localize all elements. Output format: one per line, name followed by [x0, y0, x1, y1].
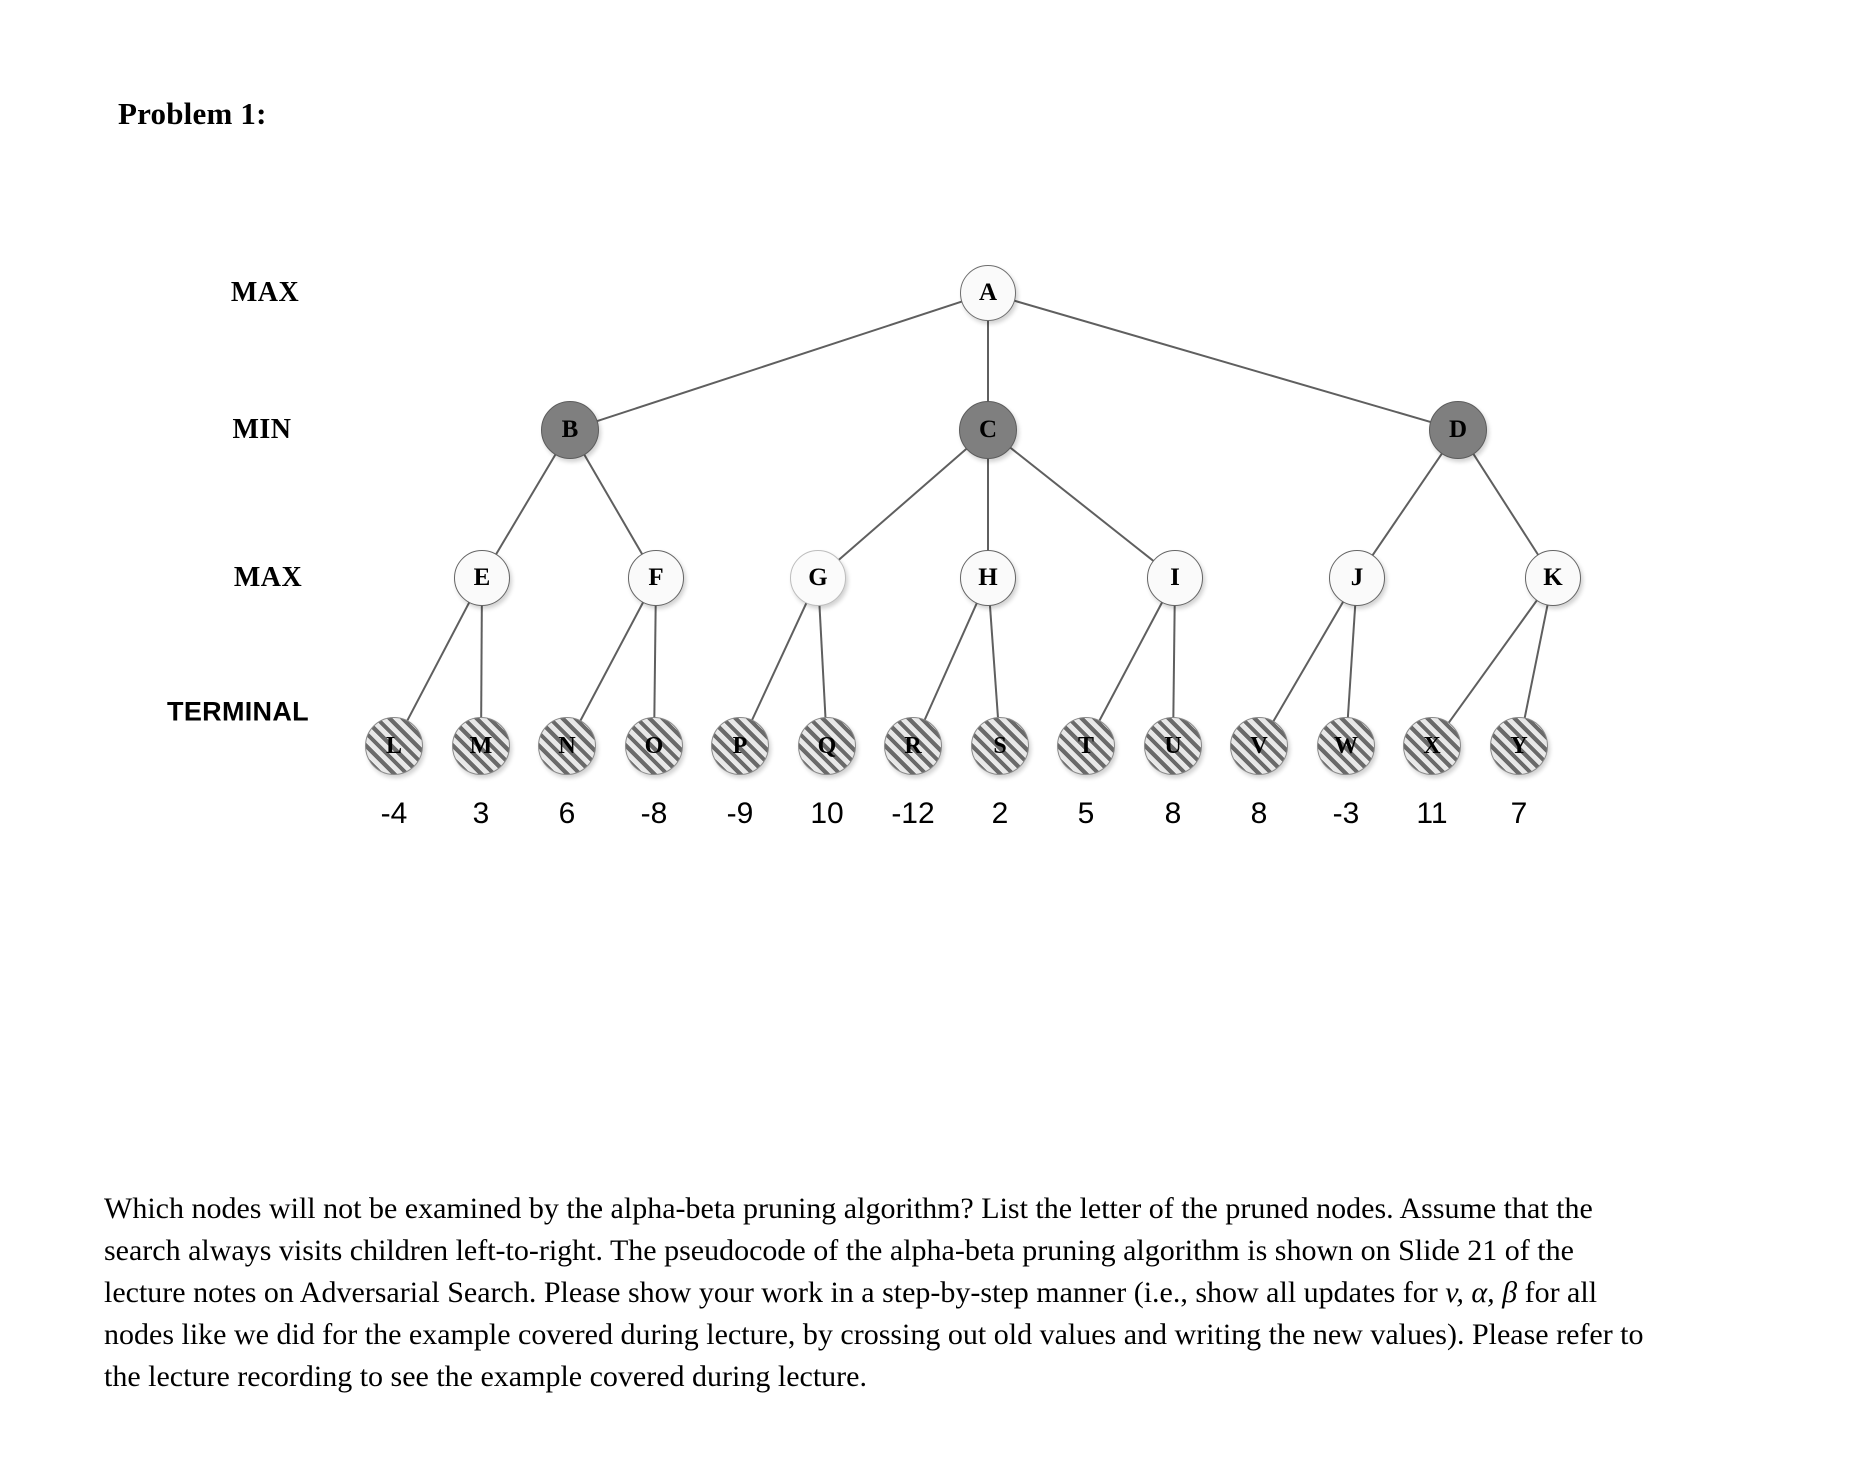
tree-node-label: K [1543, 564, 1563, 591]
tree-node-label: C [978, 416, 998, 443]
tree-node-label: V [1250, 732, 1268, 759]
tree-node-label: H [978, 564, 998, 591]
terminal-value-q: 10 [810, 797, 844, 830]
tree-node-label: R [904, 732, 922, 759]
tree-edge-E-M [480, 603, 483, 720]
page-title: Problem 1: [118, 96, 267, 131]
tree-node-label: W [1334, 732, 1358, 759]
tree-node-label: X [1423, 732, 1441, 759]
tree-node-t[interactable]: T [1057, 717, 1115, 775]
question-paragraph: Which nodes will not be examined by the … [104, 1188, 1644, 1398]
tree-node-label: M [469, 732, 493, 759]
question-symbols: v, α, β [1445, 1276, 1518, 1309]
terminal-value-w: -3 [1332, 797, 1360, 830]
terminal-value-o: -8 [640, 797, 668, 830]
tree-node-w[interactable]: W [1317, 717, 1375, 775]
tree-edge-J-W [1346, 603, 1357, 720]
level-label-max-top: MAX [230, 277, 300, 308]
tree-edge-H-R [923, 601, 979, 722]
level-label-min: MIN [232, 414, 292, 445]
tree-node-y[interactable]: Y [1490, 717, 1548, 775]
tree-edge-C-G [836, 446, 969, 562]
tree-node-o[interactable]: O [625, 717, 683, 775]
terminal-value-p: -9 [726, 797, 754, 830]
tree-node-i[interactable]: I [1147, 550, 1203, 606]
tree-edge-B-F [582, 452, 644, 557]
tree-node-label: S [993, 732, 1007, 759]
terminal-value-s: 2 [991, 797, 1009, 830]
tree-node-e[interactable]: E [454, 550, 510, 606]
tree-node-s[interactable]: S [971, 717, 1029, 775]
tree-edge-F-O [653, 603, 657, 720]
tree-node-j[interactable]: J [1329, 550, 1385, 606]
tree-node-f[interactable]: F [628, 550, 684, 606]
terminal-value-n: 6 [558, 797, 576, 830]
tree-edge-A-D [1012, 299, 1433, 424]
tree-edge-A-B [595, 300, 964, 423]
tree-node-c[interactable]: C [959, 401, 1017, 459]
terminal-value-l: -4 [380, 797, 408, 830]
tree-edge-D-K [1471, 452, 1540, 557]
tree-node-label: Y [1510, 732, 1528, 759]
tree-node-label: B [561, 416, 579, 443]
tree-node-label: G [808, 564, 828, 591]
tree-node-p[interactable]: P [711, 717, 769, 775]
tree-edge-E-L [405, 600, 471, 723]
tree-node-label: L [385, 732, 402, 759]
tree-node-label: D [1448, 416, 1468, 443]
game-tree-figure: MAX MIN MAX TERMINAL A B C D E F G H I J K L -4 M 3 N 6 O -8 P -… [0, 190, 1870, 1020]
tree-node-label: N [558, 732, 576, 759]
terminal-value-y: 7 [1510, 797, 1528, 830]
tree-node-h[interactable]: H [960, 550, 1016, 606]
question-text-part2: for all nodes like we did for the exampl… [104, 1276, 1644, 1393]
tree-edge-K-X [1446, 598, 1539, 725]
tree-edge-I-U [1172, 603, 1176, 720]
terminal-value-u: 8 [1164, 797, 1182, 830]
tree-edge-B-E [494, 452, 558, 557]
tree-node-v[interactable]: V [1230, 717, 1288, 775]
tree-node-label: U [1164, 732, 1182, 759]
tree-node-k[interactable]: K [1525, 550, 1581, 606]
tree-edge-D-J [1370, 451, 1444, 558]
tree-node-m[interactable]: M [452, 717, 510, 775]
tree-node-u[interactable]: U [1144, 717, 1202, 775]
tree-node-b[interactable]: B [541, 401, 599, 459]
level-label-max-mid: MAX [233, 562, 303, 593]
tree-node-a[interactable]: A [960, 265, 1016, 321]
tree-node-label: Q [817, 732, 837, 759]
tree-edge-H-S [988, 603, 1000, 720]
tree-node-label: P [732, 732, 748, 759]
tree-node-label: A [978, 279, 998, 306]
terminal-value-r: -12 [891, 797, 935, 830]
terminal-value-t: 5 [1077, 797, 1095, 830]
terminal-value-m: 3 [472, 797, 490, 830]
tree-node-label: E [473, 564, 491, 591]
tree-node-d[interactable]: D [1429, 401, 1487, 459]
tree-node-label: I [1170, 564, 1180, 591]
tree-edge-F-N [578, 600, 645, 723]
tree-edge-K-Y [1523, 603, 1549, 720]
tree-edge-G-P [750, 601, 808, 722]
tree-node-label: F [648, 564, 664, 591]
tree-node-r[interactable]: R [884, 717, 942, 775]
tree-node-n[interactable]: N [538, 717, 596, 775]
tree-edge-G-Q [818, 603, 827, 720]
tree-node-x[interactable]: X [1403, 717, 1461, 775]
tree-node-label: J [1350, 564, 1364, 591]
tree-node-label: O [644, 732, 664, 759]
question-text-part1: Which nodes will not be examined by the … [104, 1192, 1593, 1309]
tree-edge-C-I [1008, 445, 1156, 563]
tree-node-label: T [1077, 732, 1094, 759]
level-label-terminal: TERMINAL [167, 696, 309, 727]
terminal-value-v: 8 [1250, 797, 1268, 830]
tree-node-g[interactable]: G [790, 550, 846, 606]
tree-edge-I-T [1097, 600, 1164, 723]
terminal-value-x: 11 [1416, 797, 1448, 830]
tree-edges [405, 299, 1549, 725]
tree-node-l[interactable]: L [365, 717, 423, 775]
tree-edge-J-V [1271, 599, 1345, 724]
tree-node-q[interactable]: Q [798, 717, 856, 775]
